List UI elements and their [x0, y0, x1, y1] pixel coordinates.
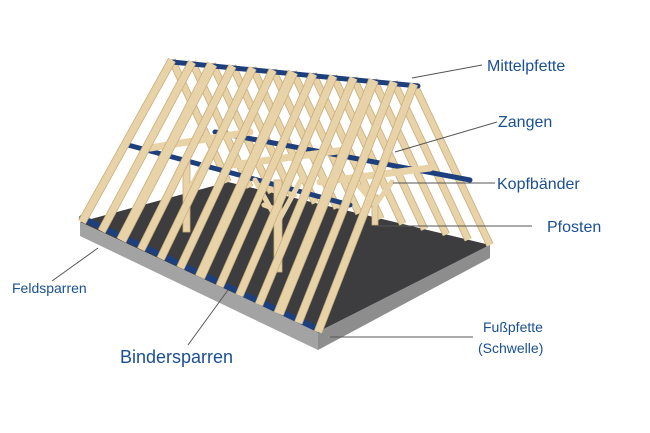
feldsparren-rafter [295, 80, 398, 325]
front-rafters [78, 57, 419, 334]
feldsparren-rafter [137, 64, 236, 252]
slab-front-face [80, 222, 318, 350]
slab-right-face [318, 245, 490, 350]
feldsparren-rafter [157, 66, 256, 261]
feldsparren-rafter [78, 58, 176, 224]
feldsparren-rafter [177, 68, 277, 270]
leader-line-feldsparren [51, 247, 99, 282]
leader-lines [51, 64, 532, 346]
label-bindersparren: Bindersparren [120, 347, 233, 367]
feldsparren-rafter [314, 82, 418, 334]
label-schwelle: (Schwelle) [478, 340, 543, 356]
post [273, 179, 283, 273]
back-rafter [411, 82, 493, 247]
bindersparren-rafter [195, 70, 298, 279]
bindersparren-rafter [274, 78, 378, 316]
leader-line-bindersparren [187, 289, 229, 346]
label-fusspfette: Fußpfette [483, 319, 543, 335]
feldsparren-rafter [236, 74, 337, 297]
label-pfosten: Pfosten [547, 219, 601, 236]
brace [372, 179, 395, 208]
label-mittelpfette: Mittelpfette [487, 58, 565, 75]
label-kopfbaender: Kopfbänder [497, 176, 580, 193]
label-zangen: Zangen [498, 114, 552, 131]
leader-line-mittelpfette [411, 64, 483, 79]
leader-line-zangen [394, 121, 498, 153]
feldsparren-rafter [98, 60, 196, 233]
label-feldsparren: Feldsparren [12, 280, 87, 296]
brace [275, 175, 305, 225]
feldsparren-rafter [216, 72, 317, 288]
feldsparren-rafter [255, 76, 357, 306]
bindersparren-rafter [117, 61, 217, 243]
